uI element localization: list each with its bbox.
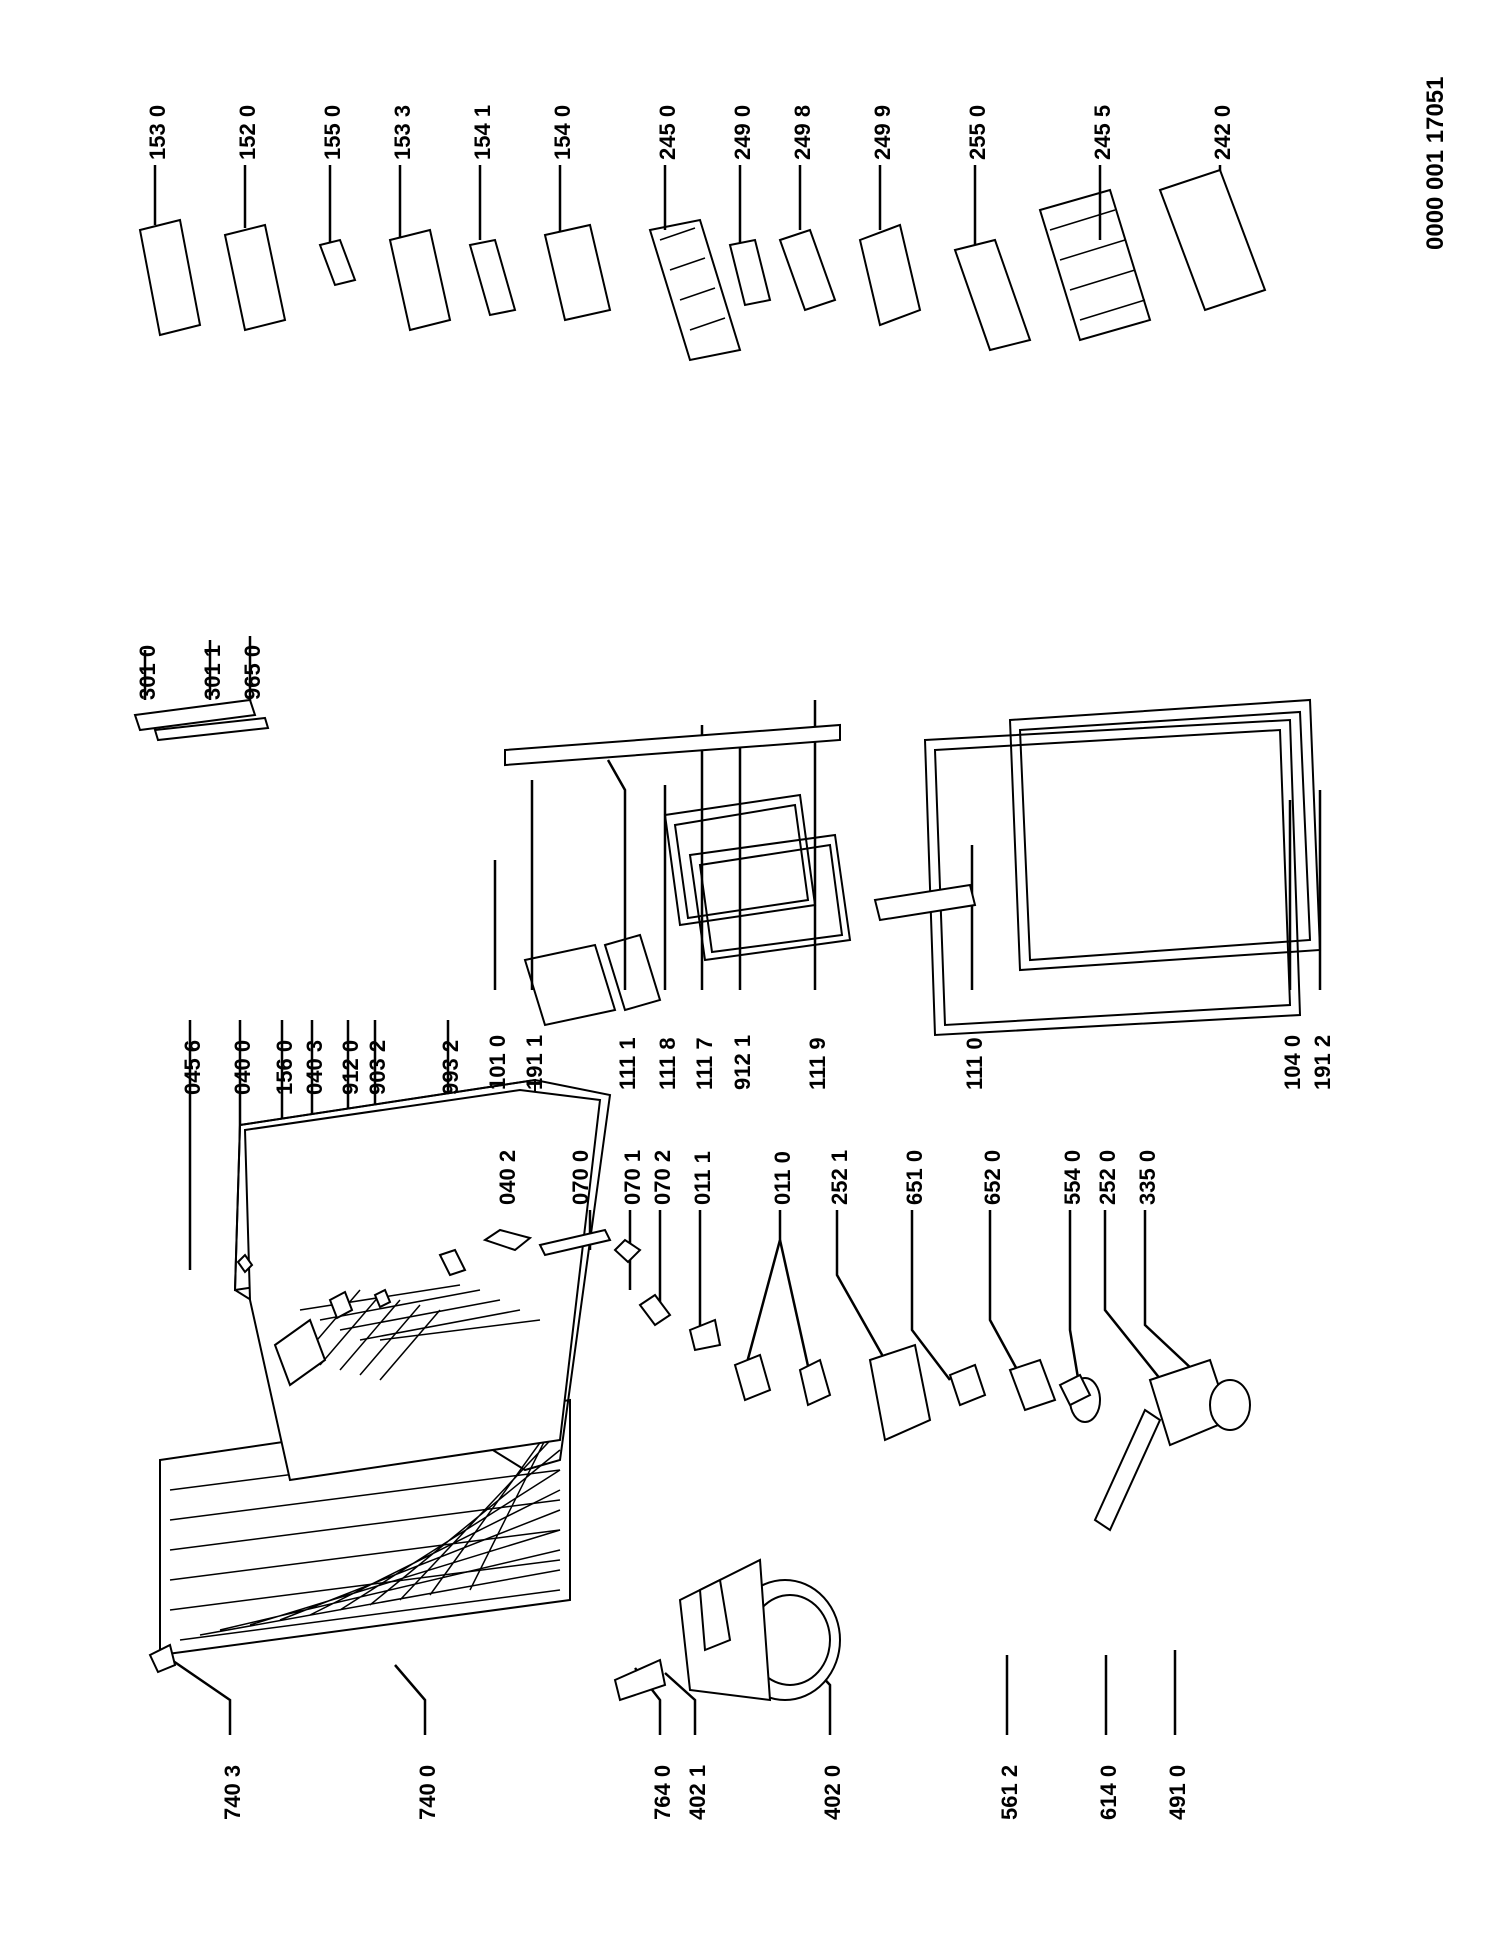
- part-label-402-1: 402 1: [685, 1764, 710, 1820]
- condenser-drawing: [148, 1398, 571, 1674]
- part-label-011-1: 011 1: [690, 1151, 715, 1205]
- part-label-154-1: 154 1: [470, 104, 495, 160]
- part-label-252-1: 252 1: [827, 1149, 852, 1205]
- part-label-101-0: 101 0: [485, 1034, 510, 1090]
- part-label-153-3: 153 3: [390, 104, 415, 160]
- part-label-993-2: 993 2: [438, 1039, 463, 1095]
- part-label-651-0: 651 0: [902, 1149, 927, 1205]
- part-label-011-0: 011 0: [770, 1151, 795, 1205]
- part-label-335-0: 335 0: [1135, 1149, 1160, 1205]
- part-label-070-2: 070 2: [650, 1149, 675, 1205]
- part-label-040-0: 040 0: [230, 1039, 255, 1095]
- part-label-965-0: 965 0: [240, 644, 265, 700]
- part-label-652-0: 652 0: [980, 1149, 1005, 1205]
- part-label-242-0: 242 0: [1210, 104, 1235, 160]
- part-label-152-0: 152 0: [235, 104, 260, 160]
- part-label-249-8: 249 8: [790, 104, 815, 160]
- part-label-491-0: 491 0: [1165, 1764, 1190, 1820]
- part-label-040-2: 040 2: [495, 1149, 520, 1205]
- part-label-070-0: 070 0: [568, 1149, 593, 1205]
- part-label-402-0: 402 0: [820, 1764, 845, 1820]
- part-label-912-0: 912 0: [338, 1039, 363, 1095]
- accessories-drawing: [138, 168, 1267, 362]
- part-label-764-0: 764 0: [650, 1764, 675, 1820]
- part-label-740-3: 740 3: [220, 1764, 245, 1820]
- part-label-245-0: 245 0: [655, 104, 680, 160]
- part-label-104-0: 104 0: [1280, 1034, 1305, 1090]
- part-label-255-0: 255 0: [965, 104, 990, 160]
- part-label-040-3: 040 3: [302, 1039, 327, 1095]
- compressor-drawing: [613, 1558, 841, 1702]
- part-label-111-8: 111 8: [655, 1037, 680, 1090]
- part-label-554-0: 554 0: [1060, 1149, 1085, 1205]
- part-label-155-0: 155 0: [320, 104, 345, 160]
- part-label-903-2: 903 2: [365, 1039, 390, 1095]
- part-label-156-0: 156 0: [272, 1039, 297, 1095]
- part-label-301-1: 301 1: [200, 644, 225, 700]
- part-label-153-0: 153 0: [145, 104, 170, 160]
- door-drawing: [133, 698, 1322, 1037]
- part-label-111-1: 111 1: [615, 1037, 640, 1090]
- part-label-111-7: 111 7: [692, 1037, 717, 1090]
- cabinet-drawing: [233, 1078, 612, 1482]
- part-label-912-1: 912 1: [730, 1034, 755, 1090]
- part-label-252-0: 252 0: [1095, 1149, 1120, 1205]
- part-label-561-2: 561 2: [997, 1764, 1022, 1820]
- document-id: 0000 001 17051: [1422, 76, 1449, 250]
- small-parts-drawing: [236, 1228, 1251, 1532]
- part-label-245-5: 245 5: [1090, 104, 1115, 160]
- part-label-154-0: 154 0: [550, 104, 575, 160]
- part-label-045-6: 045 6: [180, 1039, 205, 1095]
- part-label-191-1: 191 1: [522, 1034, 547, 1090]
- part-label-111-9: 111 9: [805, 1037, 830, 1090]
- part-label-614-0: 614 0: [1096, 1764, 1121, 1820]
- part-label-249-0: 249 0: [730, 104, 755, 160]
- part-label-301-0: 301 0: [135, 644, 160, 700]
- part-label-191-2: 191 2: [1310, 1034, 1335, 1090]
- part-label-070-1: 070 1: [620, 1149, 645, 1205]
- part-label-111-0: 111 0: [962, 1037, 987, 1090]
- part-label-740-0: 740 0: [415, 1764, 440, 1820]
- part-label-249-9: 249 9: [870, 104, 895, 160]
